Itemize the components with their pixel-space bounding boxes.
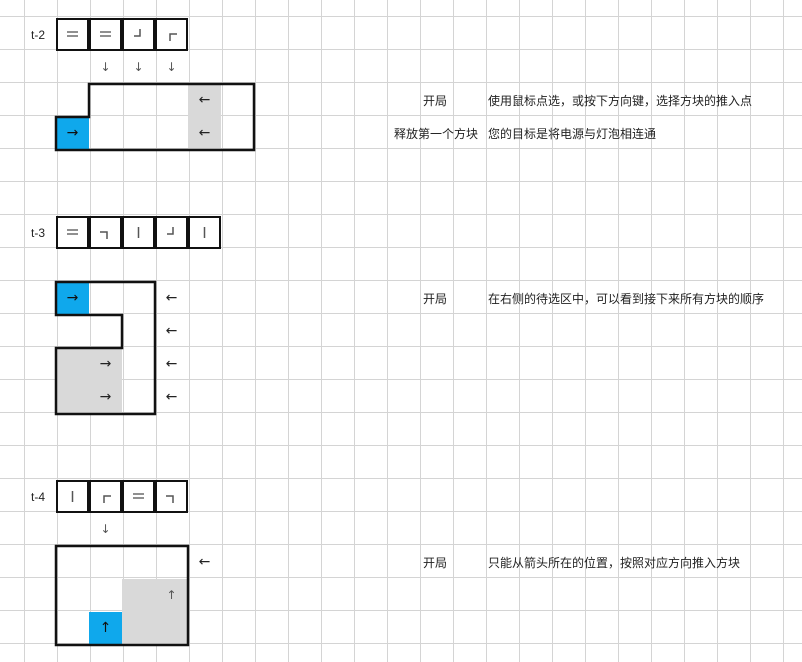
cell-arrow-right: →: [99, 356, 112, 372]
power-direction-arrow: ↑: [99, 620, 112, 636]
push-arrow-left[interactable]: ←: [165, 290, 178, 306]
push-arrow-left[interactable]: ←: [198, 92, 211, 108]
double-horizontal-icon: [133, 493, 144, 499]
row-title: 开局: [423, 94, 448, 108]
puzzle-label: t-3: [31, 226, 46, 240]
push-arrow-left[interactable]: ←: [165, 356, 178, 372]
queue-piece[interactable]: [56, 480, 89, 513]
row-text: 在右侧的待选区中，可以看到接下来所有方块的顺序: [488, 292, 765, 306]
push-arrow-left[interactable]: ←: [198, 554, 211, 570]
corner-down-right-icon: [103, 495, 111, 503]
row-text: 您的目标是将电源与灯泡相连通: [488, 127, 657, 141]
power-direction-arrow: →: [66, 290, 79, 306]
queue-piece[interactable]: [122, 18, 155, 51]
cell-arrow-right: →: [99, 389, 112, 405]
queue-piece[interactable]: [56, 18, 89, 51]
puzzle-label: t-4: [31, 490, 46, 504]
queue-piece[interactable]: [155, 18, 188, 51]
corner-up-left-icon: [134, 29, 141, 37]
corner-down-right-icon: [169, 33, 177, 41]
queue-piece[interactable]: [122, 480, 155, 513]
queue-piece[interactable]: [155, 216, 188, 249]
push-arrow-down[interactable]: ↓: [100, 60, 111, 74]
push-arrow-left[interactable]: ←: [165, 323, 178, 339]
double-horizontal-icon: [67, 229, 78, 235]
queue-piece[interactable]: [56, 216, 89, 249]
vertical-line-icon: [137, 227, 140, 238]
row-text: 只能从箭头所在的位置，按照对应方向推入方块: [488, 556, 741, 570]
double-horizontal-icon: [67, 31, 78, 37]
corner-down-left-icon: [100, 231, 108, 239]
corner-up-left-icon: [167, 227, 174, 235]
corner-down-left-icon: [166, 495, 174, 503]
double-horizontal-icon: [100, 31, 111, 37]
push-arrow-down[interactable]: ↓: [133, 60, 144, 74]
queue-piece[interactable]: [89, 480, 122, 513]
push-arrow-down[interactable]: ↓: [100, 522, 111, 536]
cell-arrow-up: ↑: [166, 588, 177, 602]
puzzle-label: t-2: [31, 28, 46, 42]
queue-piece[interactable]: [89, 216, 122, 249]
queue-piece[interactable]: [89, 18, 122, 51]
power-direction-arrow: →: [66, 125, 79, 141]
queue-piece[interactable]: [122, 216, 155, 249]
row-title: 开局: [423, 292, 448, 306]
push-arrow-left[interactable]: ←: [198, 125, 211, 141]
row-title: 释放第一个方块: [394, 127, 479, 141]
queue-piece[interactable]: [188, 216, 221, 249]
row-title: 开局: [423, 556, 448, 570]
row-text: 使用鼠标点选，或按下方向键，选择方块的推入点: [488, 94, 753, 108]
queue-piece[interactable]: [155, 480, 188, 513]
vertical-line-icon: [203, 227, 206, 238]
push-arrow-down[interactable]: ↓: [166, 60, 177, 74]
push-arrow-left[interactable]: ←: [165, 389, 178, 405]
vertical-line-icon: [71, 491, 74, 502]
